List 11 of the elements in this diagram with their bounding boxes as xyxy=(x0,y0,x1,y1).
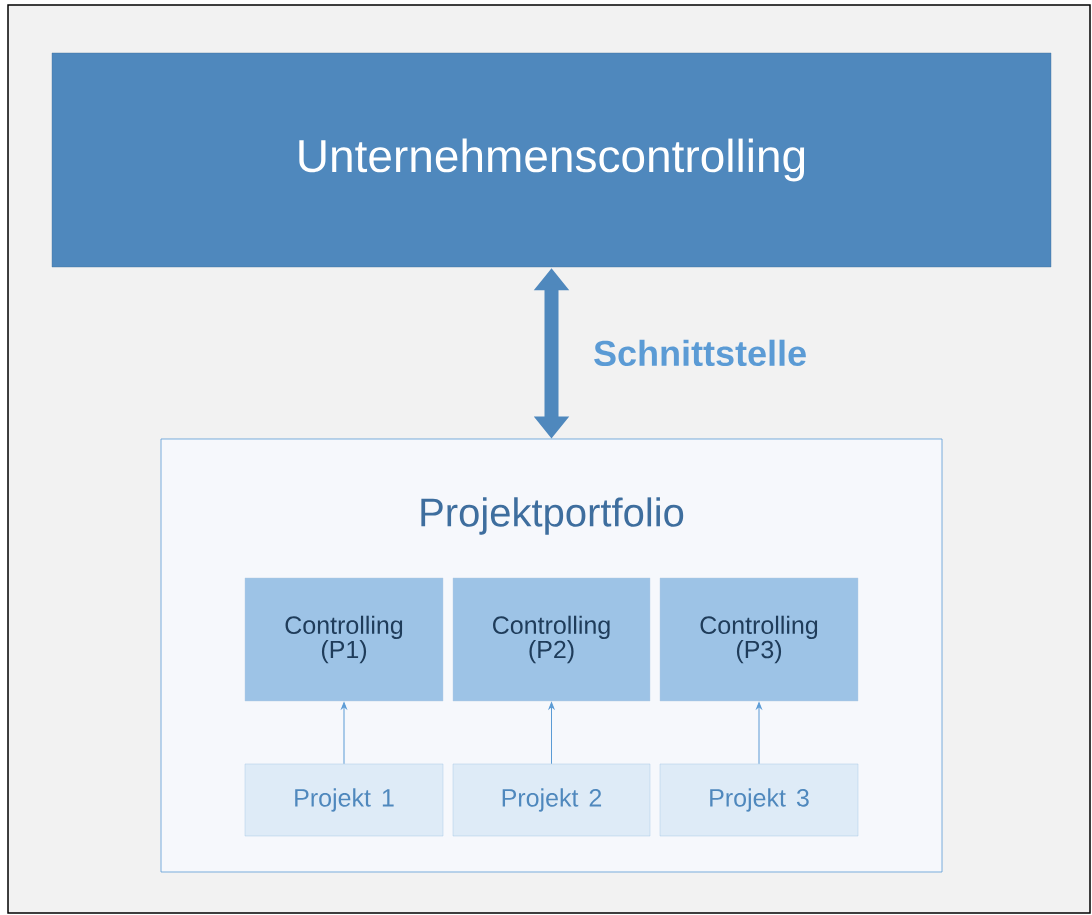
arrow xyxy=(341,702,347,765)
title-box: Unternehmenscontrolling xyxy=(51,52,1052,268)
controlling-box: Controlling (P1) xyxy=(244,577,444,702)
project-box: Projekt 1 xyxy=(244,763,444,837)
controlling-box: Controlling (P2) xyxy=(452,577,651,702)
project-box: Projekt 3 xyxy=(659,763,859,837)
project-box: Projekt 2 xyxy=(452,763,651,837)
arrow xyxy=(756,702,762,765)
arrow xyxy=(548,702,555,765)
edge-label: Schnittstelle xyxy=(594,339,806,367)
controlling-box: Controlling (P3) xyxy=(659,577,859,702)
